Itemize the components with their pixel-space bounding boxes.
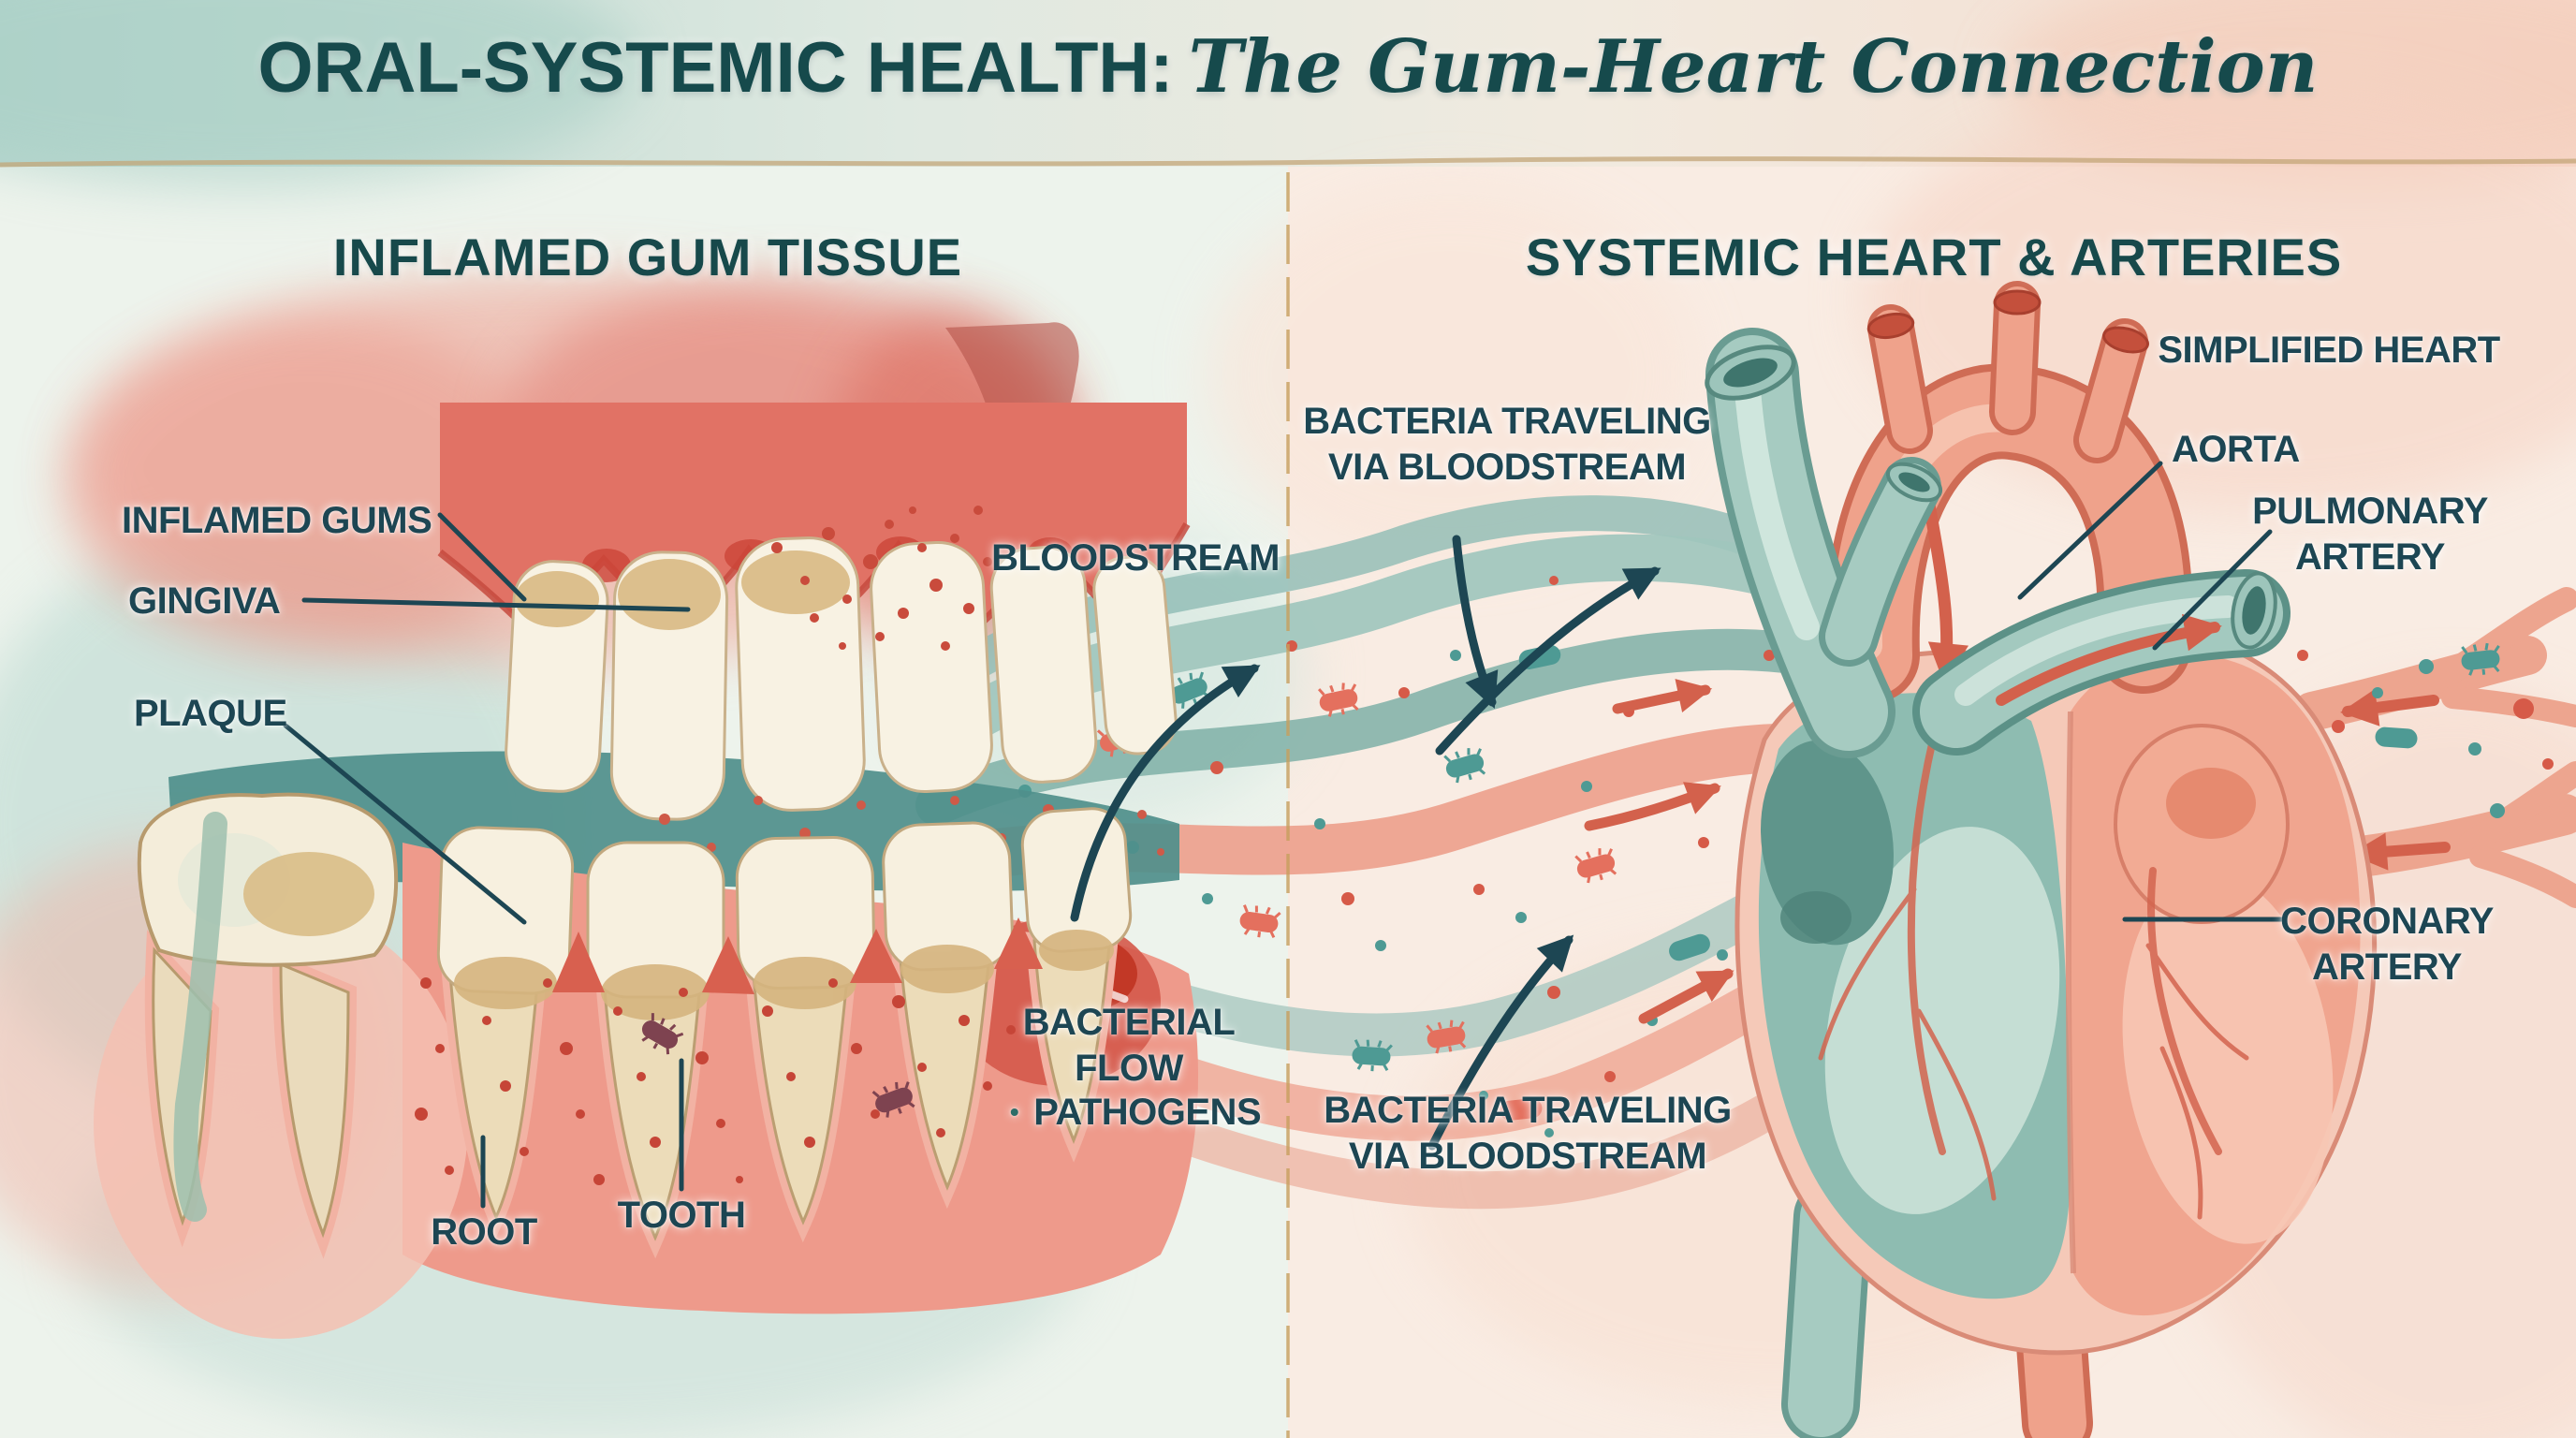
section-header-left: INFLAMED GUM TISSUE xyxy=(332,227,963,286)
pathogen-dots xyxy=(415,977,1016,1185)
title-main: ORAL-SYSTEMIC HEALTH: xyxy=(257,28,1174,108)
section-header-right: SYSTEMIC HEART & ARTERIES xyxy=(1525,227,2343,286)
label-bacteria-traveling-bottom: BACTERIA TRAVELING VIA BLOODSTREAM xyxy=(1324,1090,1732,1177)
bacteria-right xyxy=(2297,640,2554,818)
label-bacterial-flow: BACTERIAL FLOW xyxy=(1022,1002,1236,1089)
label-pathogens: • PATHOGENS xyxy=(1009,1090,1262,1136)
label-tooth: TOOTH xyxy=(617,1195,746,1236)
label-root: ROOT xyxy=(431,1211,537,1253)
label-pulmonary-artery: PULMONARY ARTERY xyxy=(2252,491,2488,578)
label-gingiva: GINGIVA xyxy=(128,580,281,622)
coronary-arteries xyxy=(1818,736,2249,1220)
title-emphasis: The Gum-Heart Connection xyxy=(1188,24,2319,110)
label-bloodstream: BLOODSTREAM xyxy=(991,537,1280,579)
label-inflamed-gums: INFLAMED GUMS xyxy=(122,500,432,541)
heart-illustration xyxy=(1584,281,2576,1438)
molar-cross-section xyxy=(137,792,399,1259)
arrow-bacteria-top xyxy=(1452,535,1499,709)
arrow-bacteria-bottom xyxy=(1427,934,1574,1151)
page-title: ORAL-SYSTEMIC HEALTH:The Gum-Heart Conne… xyxy=(0,24,2576,110)
vena-cava xyxy=(1705,328,1943,758)
label-plaque: PLAQUE xyxy=(134,693,287,734)
label-simplified-heart: SIMPLIFIED HEART xyxy=(2158,330,2500,371)
label-coronary-artery: CORONARY ARTERY xyxy=(2280,901,2494,988)
pathogen-dot-icon: • xyxy=(1009,1097,1019,1127)
gum-bacteria-dots xyxy=(771,506,992,651)
teeth-illustration xyxy=(94,322,1198,1339)
arrow-to-heart xyxy=(1435,566,1661,756)
label-aorta: AORTA xyxy=(2172,429,2300,470)
gold-rule xyxy=(0,156,2576,168)
annotation-arrows xyxy=(1070,535,1661,1151)
arrow-bloodstream xyxy=(1070,664,1261,922)
pulmonary-artery-tube xyxy=(1912,569,2291,756)
label-bacteria-traveling-top: BACTERIA TRAVELING VIA BLOODSTREAM xyxy=(1303,401,1711,488)
leader-lines xyxy=(283,461,2287,1209)
label-pathogens-text: PATHOGENS xyxy=(1033,1092,1262,1133)
